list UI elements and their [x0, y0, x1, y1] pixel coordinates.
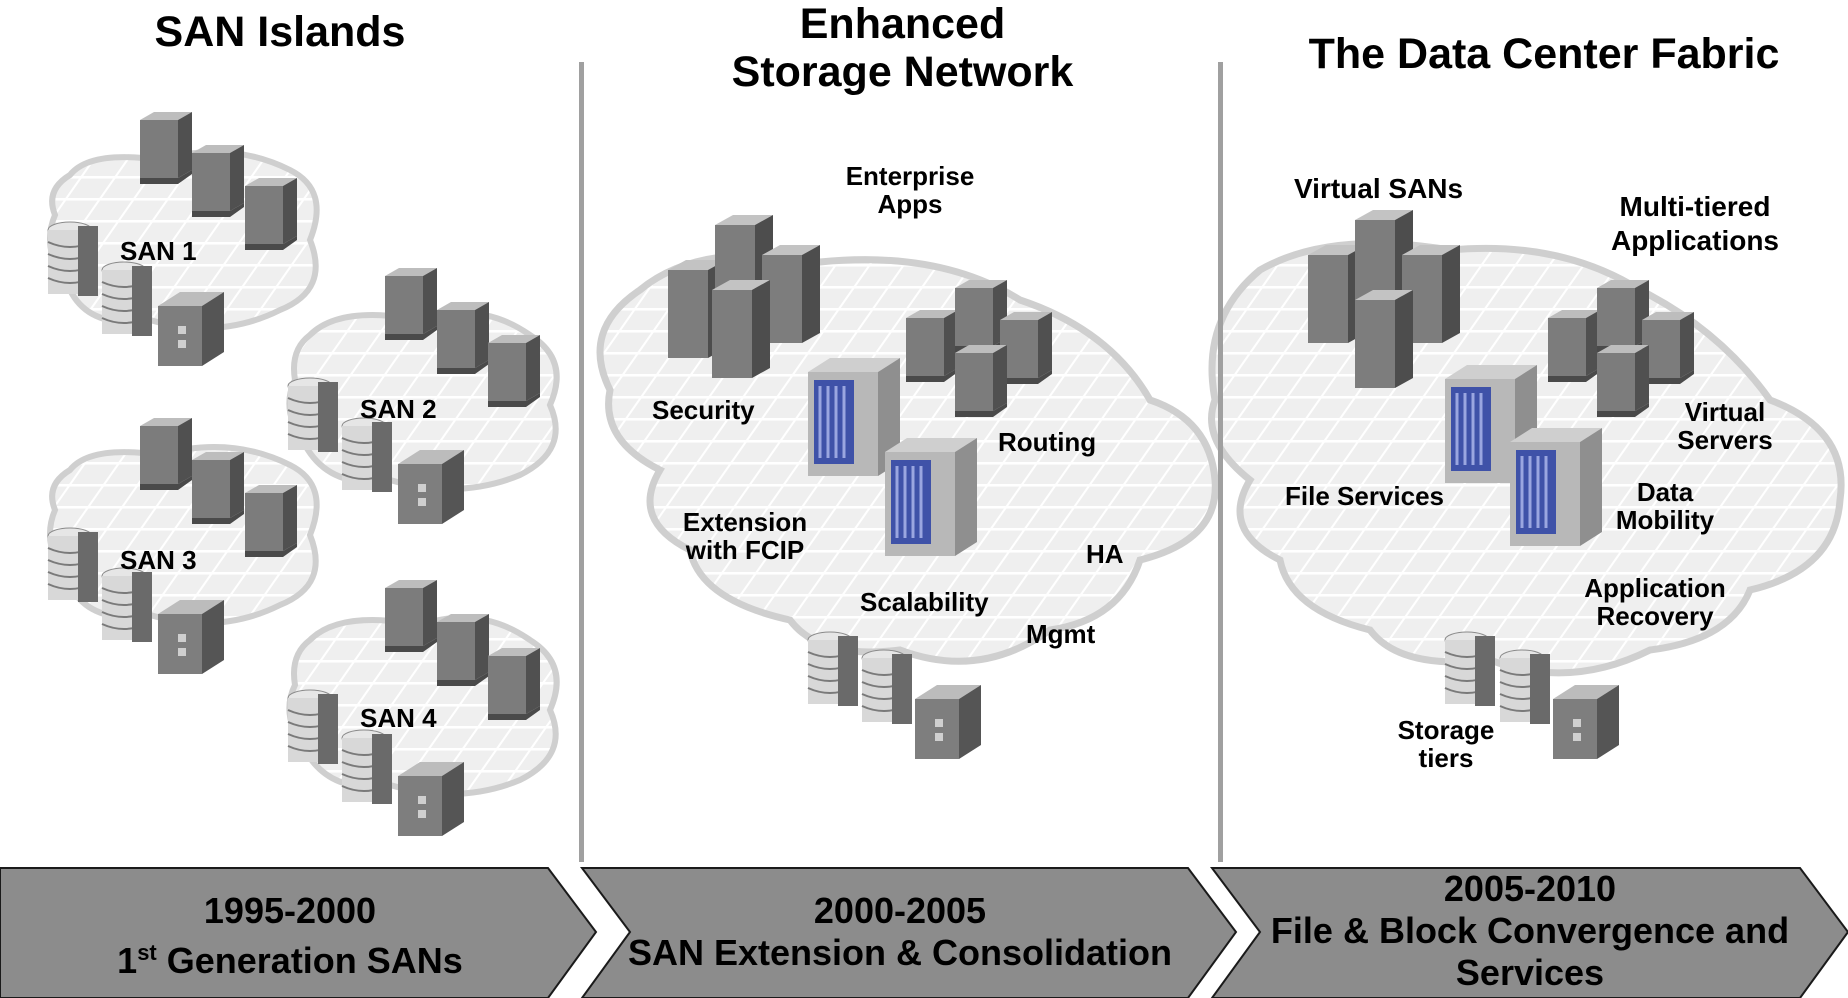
storage-tiers-line2: tiers: [1418, 743, 1474, 773]
storage-tiers-label: Storage tiers: [1386, 716, 1506, 772]
era-arrow-1: [0, 867, 598, 998]
era-2-desc: SAN Extension & Consolidation: [627, 932, 1173, 973]
extension-fcip-label: Extension with FCIP: [672, 508, 818, 564]
enhanced-title-line1: Enhanced: [799, 0, 1006, 48]
era-3-desc1: File & Block Convergence and: [1270, 910, 1790, 951]
enterprise-apps-line1: Enterprise: [845, 161, 975, 191]
era-1-gen-rest: Generation SANs: [156, 940, 463, 981]
era-3-text: 2005-2010 File & Block Convergence and S…: [1230, 868, 1830, 994]
divider-1: [579, 62, 584, 862]
multi-tiered-line1: Multi-tiered: [1619, 191, 1771, 222]
application-recovery-line2: Recovery: [1596, 601, 1714, 631]
era-1-gen-prefix: 1: [117, 940, 138, 981]
era-2-text: 2000-2005 SAN Extension & Consolidation: [600, 890, 1200, 974]
data-mobility-line2: Mobility: [1615, 505, 1715, 535]
era-1-gen-sup: st: [137, 940, 157, 965]
virtual-servers-line1: Virtual: [1684, 397, 1766, 427]
san-islands-title: SAN Islands: [154, 8, 406, 56]
era-arrow-3: [1210, 867, 1848, 998]
era-arrow-2: [580, 867, 1238, 998]
scalability-label: Scalability: [860, 587, 989, 617]
virtual-servers-label: Virtual Servers: [1660, 398, 1790, 454]
multi-tiered-line2: Applications: [1610, 225, 1779, 256]
storage-tiers-line1: Storage: [1397, 715, 1495, 745]
era-1-years: 1995-2000: [203, 890, 377, 931]
san-3-label: SAN 3: [120, 545, 197, 575]
divider-2: [1218, 62, 1223, 862]
data-mobility-line1: Data: [1636, 477, 1694, 507]
enterprise-apps-line2: Apps: [877, 189, 943, 219]
data-mobility-label: Data Mobility: [1600, 478, 1730, 534]
file-services-label: File Services: [1285, 481, 1444, 511]
routing-label: Routing: [998, 427, 1097, 457]
multi-tiered-label: Multi-tiered Applications: [1590, 190, 1800, 258]
era-1-desc: 1st Generation SANs: [0, 932, 580, 982]
mgmt-label: Mgmt: [1026, 619, 1096, 649]
era-1-text: 1995-2000 1st Generation SANs: [0, 890, 580, 982]
application-recovery-line1: Application: [1584, 573, 1726, 603]
era-3-years: 2005-2010: [1443, 868, 1617, 909]
extension-line2: with FCIP: [685, 535, 805, 565]
ha-label: HA: [1086, 539, 1124, 569]
data-center-fabric-title: The Data Center Fabric: [1308, 30, 1780, 78]
san-2-label: SAN 2: [360, 394, 437, 424]
enhanced-title-line2: Storage Network: [731, 48, 1074, 96]
enhanced-title: Enhanced Storage Network: [600, 0, 1205, 96]
virtual-servers-line2: Servers: [1677, 425, 1773, 455]
extension-line1: Extension: [682, 507, 808, 537]
era-2-years: 2000-2005: [813, 890, 987, 931]
security-label: Security: [652, 395, 755, 425]
san-1-label: SAN 1: [120, 236, 197, 266]
era-3-desc2: Services: [1455, 952, 1605, 993]
application-recovery-label: Application Recovery: [1570, 574, 1740, 630]
virtual-sans-label: Virtual SANs: [1294, 173, 1464, 204]
san-4-label: SAN 4: [360, 703, 437, 733]
enterprise-apps-label: Enterprise Apps: [780, 162, 1040, 218]
